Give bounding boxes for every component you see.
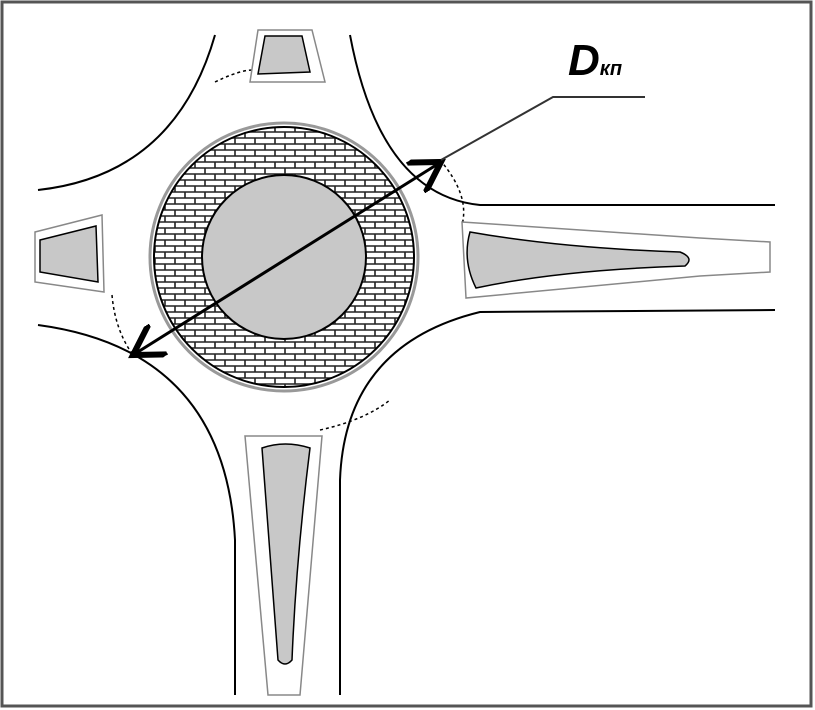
island-right: [466, 231, 690, 289]
road-edge-bottom-right: [339, 309, 776, 695]
traffic-islands: [39, 35, 690, 665]
road-edges: [37, 34, 776, 695]
diameter-label: Dкп: [568, 36, 622, 86]
island-left: [39, 225, 99, 283]
island-bottom: [261, 443, 311, 665]
leader-line: [440, 96, 645, 161]
island-top: [257, 35, 311, 75]
road-edge-top-left: [37, 34, 216, 191]
diameter-arrow: [133, 162, 441, 355]
central-island: [201, 174, 367, 340]
label-subscript: кп: [599, 58, 623, 80]
label-main: D: [568, 36, 600, 85]
road-edge-bottom-left: [37, 324, 236, 695]
